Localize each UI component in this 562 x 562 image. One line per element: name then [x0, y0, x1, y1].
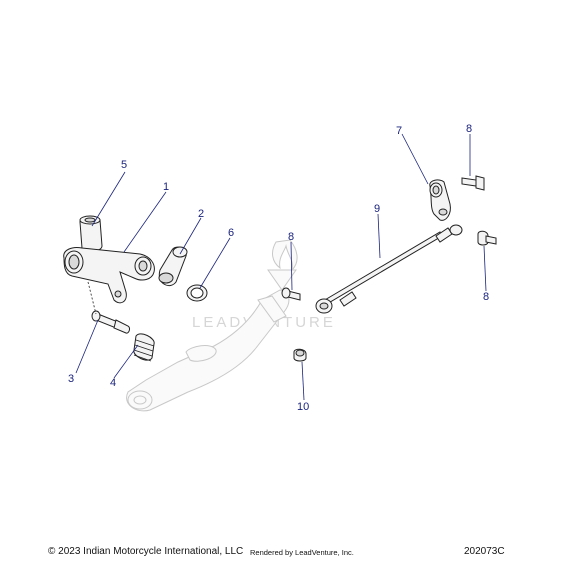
part-10-bolt[interactable] — [293, 348, 307, 362]
part-9-shift-rod[interactable] — [315, 224, 463, 314]
part-4-spring[interactable] — [133, 333, 155, 362]
shift-pedal-arm-ghost — [126, 289, 290, 412]
part-2-sleeve[interactable] — [158, 246, 188, 286]
callout-9[interactable]: 9 — [374, 203, 380, 215]
callout-7[interactable]: 7 — [396, 125, 402, 137]
part-8-bolt-center[interactable] — [281, 287, 301, 301]
callout-4[interactable]: 4 — [110, 377, 116, 389]
callout-8-center[interactable]: 8 — [288, 231, 294, 243]
rendered-by-text: Rendered by LeadVenture, Inc. — [250, 548, 354, 557]
part-5-bushing[interactable] — [79, 215, 103, 253]
callout-labels: 5 1 2 6 3 4 7 8 8 8 9 10 — [68, 123, 489, 413]
callout-10[interactable]: 10 — [297, 401, 309, 413]
callout-8-upper[interactable]: 8 — [466, 123, 472, 135]
part-6-o-ring[interactable] — [186, 284, 208, 302]
part-8-bolt-upper[interactable] — [461, 175, 485, 191]
part-1-shift-lever[interactable] — [63, 247, 155, 304]
part-3-pivot-bolt[interactable] — [91, 310, 130, 334]
part-7-rod-end[interactable] — [429, 179, 451, 221]
callout-6[interactable]: 6 — [228, 227, 234, 239]
drawing-id: 202073C — [464, 546, 505, 557]
callout-3[interactable]: 3 — [68, 373, 74, 385]
leader-lines — [75, 133, 487, 401]
copyright-text: © 2023 Indian Motorcycle International, … — [48, 546, 244, 557]
callout-8-right[interactable]: 8 — [483, 291, 489, 303]
callout-1[interactable]: 1 — [163, 181, 169, 193]
callout-5[interactable]: 5 — [121, 159, 127, 171]
callout-2[interactable]: 2 — [198, 208, 204, 220]
part-8-bolt-right[interactable] — [477, 230, 497, 246]
